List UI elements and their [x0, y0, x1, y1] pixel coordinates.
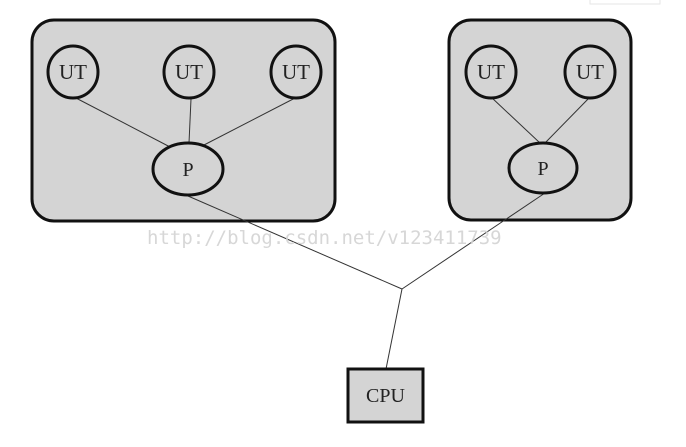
edge-ut3-p1 [203, 96, 298, 146]
ut-node-shape [563, 44, 617, 100]
ut-node-1: UT [46, 44, 100, 100]
ut-node-shape [269, 44, 323, 100]
ut-node-label: UT [477, 60, 505, 84]
processor-node-right: P [507, 141, 579, 195]
ut-node-shape [46, 44, 100, 100]
cpu-box [346, 367, 425, 424]
edge-p2-junction [401, 192, 546, 290]
ut-node-label: UT [282, 60, 310, 84]
ut-node-4: UT [464, 44, 518, 100]
ut-node-label: UT [576, 60, 604, 84]
ut-node-label: UT [59, 60, 87, 84]
cpu-node: CPU [346, 367, 425, 424]
connection-lines [73, 96, 591, 370]
ut-node-2: UT [162, 44, 216, 100]
processor-node-label: P [182, 159, 193, 181]
ut-node-5: UT [563, 44, 617, 100]
processor-node-label: P [537, 158, 548, 180]
processor-node-shape [151, 141, 225, 197]
process-group-left [30, 18, 337, 223]
ut-node-shape [464, 44, 518, 100]
watermark-text: http://blog.csdn.net/v123411739 [147, 227, 502, 249]
edge-p1-junction [187, 195, 403, 290]
cpu-label: CPU [366, 385, 405, 407]
corner-box-artifact [589, 0, 661, 5]
ut-node-shape [162, 44, 216, 100]
edge-junction-cpu [385, 288, 403, 370]
processor-node-shape [507, 141, 579, 195]
ut-node-label: UT [175, 60, 203, 84]
processor-node-left: P [151, 141, 225, 197]
edge-ut5-p2 [544, 96, 591, 144]
edge-ut1-p1 [73, 96, 173, 149]
edge-ut2-p1 [188, 98, 192, 144]
ut-node-3: UT [269, 44, 323, 100]
edge-ut4-p2 [490, 96, 541, 144]
